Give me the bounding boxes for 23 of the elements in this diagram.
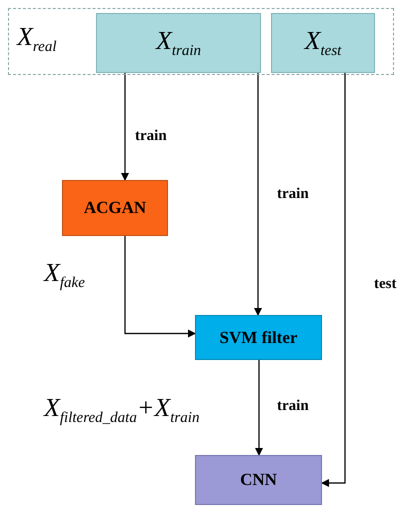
edge-label: X$_{fake}$: [44, 258, 85, 292]
arrow: [321, 72, 346, 487]
process-box: [195, 315, 322, 360]
arrow: [121, 72, 129, 181]
arrow: [255, 360, 263, 456]
group-label: X$_{real}$: [15, 22, 56, 56]
box-label: CNN: [240, 470, 277, 490]
edge-label: train: [277, 398, 309, 415]
process-box: [195, 455, 322, 505]
process-box: [271, 13, 375, 73]
edge-label: test: [374, 276, 396, 293]
formula-label: X$_{filtered_data}$+X$_{train}$: [44, 393, 200, 427]
process-box: [62, 180, 168, 236]
edge-label: train: [135, 128, 167, 145]
box-label: SVM filter: [220, 328, 298, 348]
arrow: [254, 72, 262, 316]
edge-label: train: [277, 186, 309, 203]
box-label: ACGAN: [84, 198, 146, 218]
dashed-group-box: [8, 8, 394, 75]
box-label: X$_{train}$: [156, 26, 202, 60]
process-box: [96, 13, 261, 73]
arrow: [124, 236, 196, 338]
box-label: X$_{test}$: [304, 26, 342, 60]
